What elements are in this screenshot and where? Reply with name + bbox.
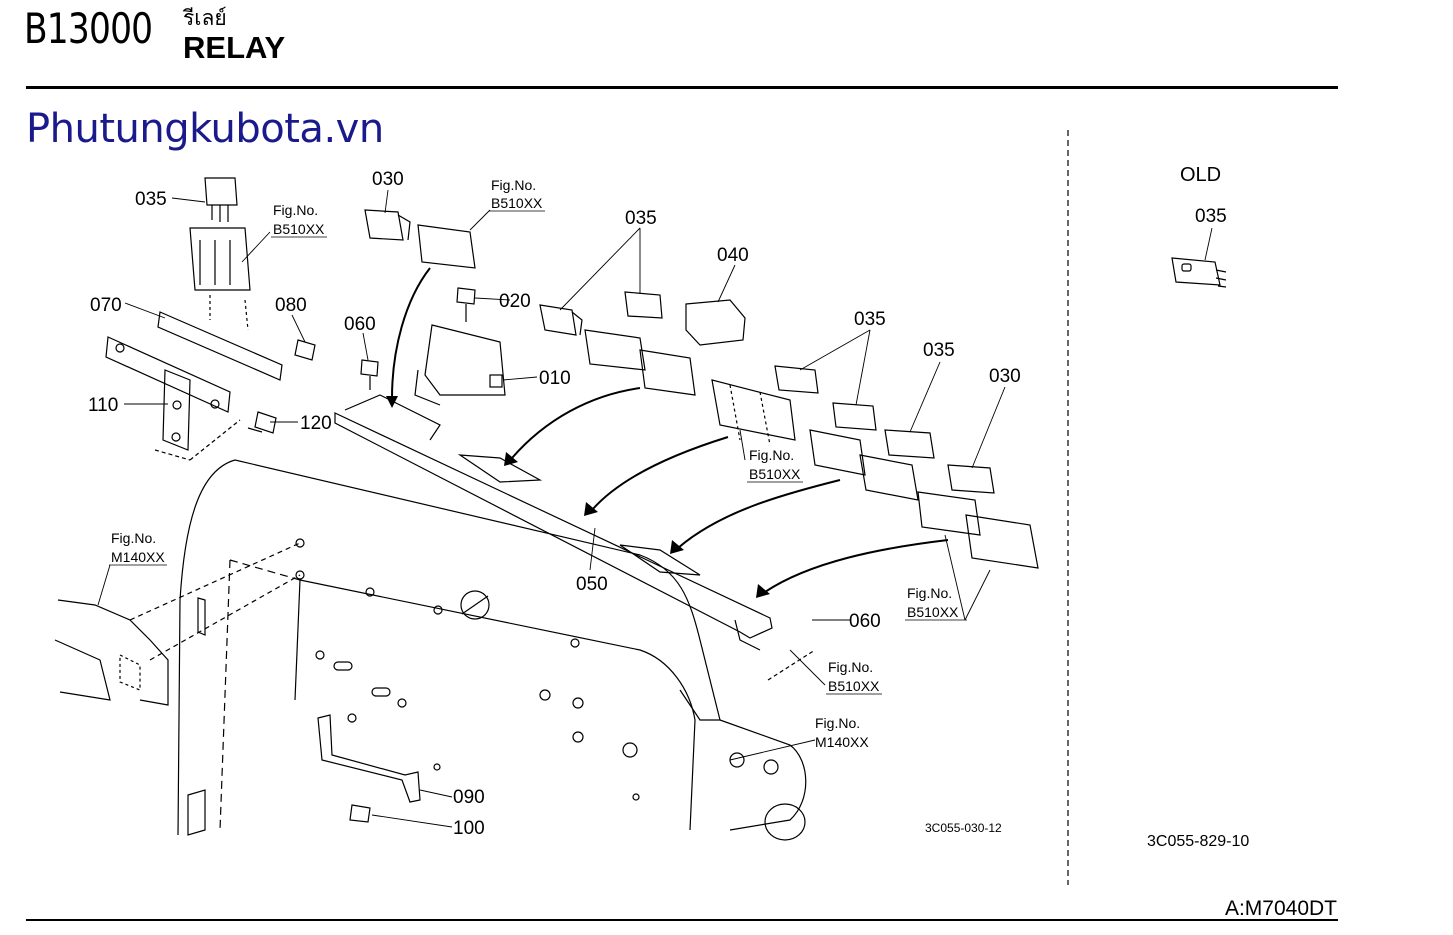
relay-010 [424,324,506,396]
relay-035-top-left [204,177,238,206]
callout-030: 030 [989,366,1021,387]
fig-ref-b510xx: B510XX [907,604,959,620]
panel-plate [299,579,696,831]
relay-stay-foot [734,619,761,651]
old-label: OLD [1180,164,1221,186]
relay-stay-tab [344,394,441,441]
callout-030: 030 [372,169,404,190]
callout-060: 060 [344,314,376,335]
bracket-hidden [154,419,241,461]
bolt-080 [294,339,316,361]
fig-ref-b510xx: B510XX [749,466,801,482]
bolt-120 [254,411,277,434]
callout-060: 060 [849,611,881,632]
fig-ref-label: Fig.No. [491,177,536,193]
callout-120: 120 [300,413,332,434]
callout-050: 050 [576,574,608,595]
fig-ref-label: Fig.No. [273,202,318,218]
frame-member-left [57,599,169,706]
bracket-090 [317,714,421,803]
callout-035: 035 [135,189,167,210]
panel-left-edge [294,579,301,701]
part-group-title: RELAY [183,30,286,65]
drawing-number-main: 3C055-030-12 [925,821,1002,835]
fig-ref-label: Fig.No. [749,447,794,463]
drawing-number-old: 3C055-829-10 [1147,833,1249,850]
fig-ref-label: Fig.No. [815,715,860,731]
callout-100: 100 [453,818,485,839]
bracket-110-leg [162,369,191,451]
callout-035-old: 035 [1195,206,1227,227]
bracket-070 [157,311,283,381]
relay-040 [685,299,746,346]
old-relay-035 [1171,257,1221,286]
frame-top-edge [234,459,721,721]
fig-ref-m140xx: M140XX [111,549,165,565]
frame-boss [719,719,807,831]
frame-hole [763,759,779,775]
relay-stay-bar [334,412,773,639]
fig-ref-label: Fig.No. [828,659,873,675]
relay-socket-top-left [189,227,251,291]
relay-010-base [414,369,441,406]
fig-ref-label: Fig.No. [907,585,952,601]
callout-010: 010 [539,368,571,389]
clip [187,789,206,836]
brand-watermark: Phutungkubota.vn [26,106,384,152]
part-group-code: B13000 [24,4,153,53]
part-group-title-thai: รีเลย์ [183,6,227,30]
fig-ref-b510xx: B510XX [491,195,543,211]
fig-ref-label: Fig.No. [111,530,156,546]
fig-ref-b510xx: B510XX [273,221,325,237]
frame-member-lower [54,639,111,701]
frame-hole [729,752,745,768]
callout-020: 020 [499,291,531,312]
bracket-110-top [105,336,231,413]
leader-lines [97,189,1213,828]
bolt-020 [456,287,476,305]
callout-040: 040 [717,245,749,266]
callout-035: 035 [854,309,886,330]
panel-hidden-edge [219,559,301,831]
relay-row [364,209,1039,569]
frame-outline [177,459,236,836]
panel-grommet [460,590,490,620]
callout-090: 090 [453,787,485,808]
callout-080: 080 [275,295,307,316]
callout-110: 110 [88,395,118,416]
bolt-100 [349,804,371,823]
panel-grommet-line [461,595,489,615]
fig-ref-b510xx: B510XX [828,678,880,694]
callout-035: 035 [923,340,955,361]
bolt-060-left [360,359,379,377]
frame-hidden-lines [129,542,301,661]
header-rule [26,86,1338,89]
footer-rule [26,919,1338,921]
assembly-arrows [391,267,949,593]
panel-holes [295,538,640,801]
fig-ref-m140xx: M140XX [815,734,869,750]
bracket [679,689,720,721]
callout-070: 070 [90,295,122,316]
frame-boss-hole [764,803,806,841]
model-code: A:M7040DT [1224,897,1337,920]
callout-035: 035 [625,208,657,229]
relay-stay-slots [457,454,701,576]
arrow-heads [386,396,770,598]
